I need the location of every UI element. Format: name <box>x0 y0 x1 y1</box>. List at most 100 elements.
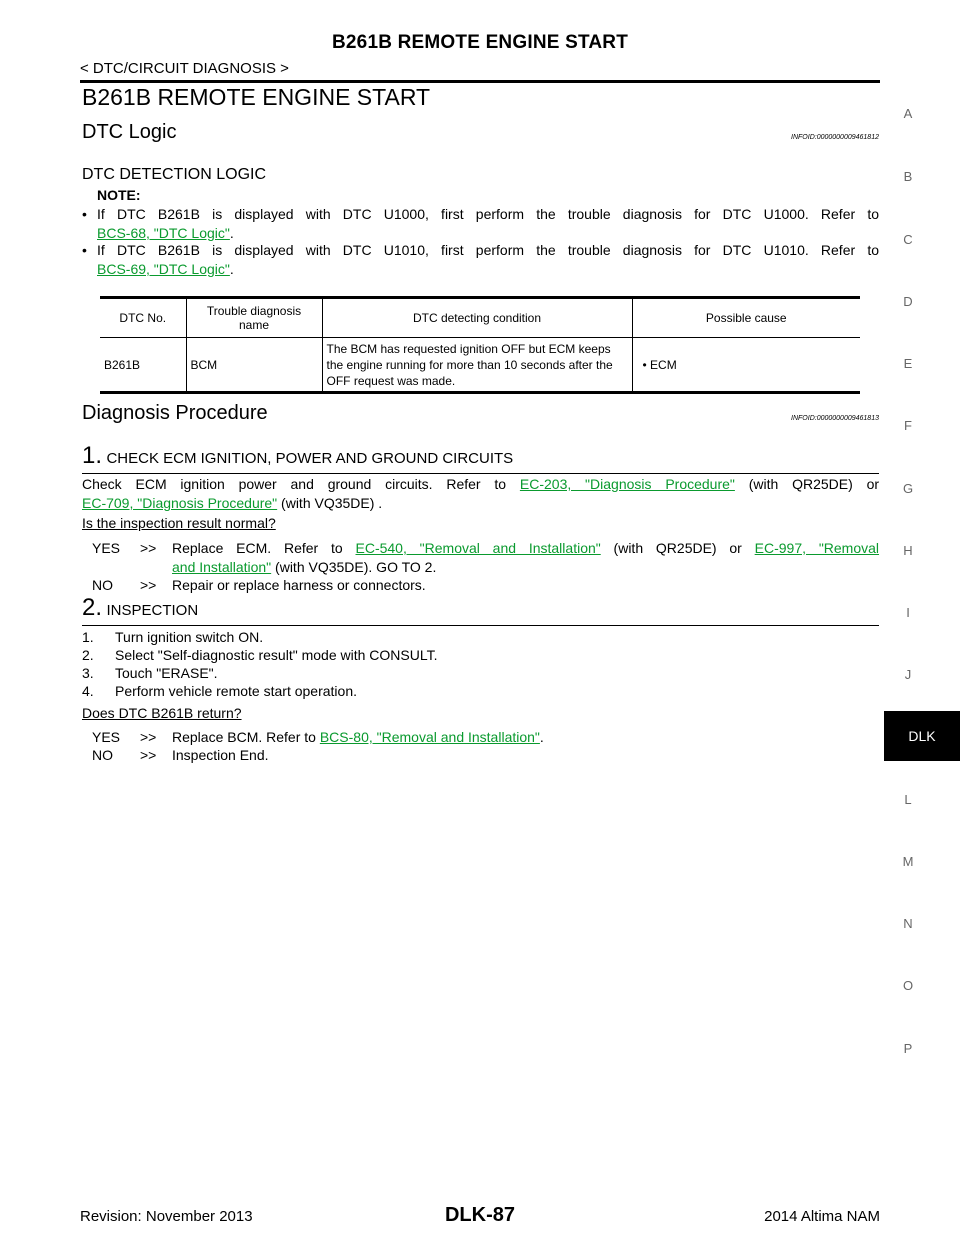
answer-text: Repair or replace harness or connectors. <box>172 577 426 593</box>
note-end: . <box>229 261 234 277</box>
cell-trouble-name: BCM <box>185 337 322 394</box>
step-1-yes: YES >> Replace ECM. Refer to EC-540, "Re… <box>92 539 879 577</box>
step-2-yes: YES >> Replace BCM. Refer to BCS-80, "Re… <box>92 728 879 747</box>
link-ec-540[interactable]: EC-540, "Removal and Installation" <box>355 540 601 556</box>
step-1-question: Is the inspection result normal? <box>82 515 276 531</box>
side-index-j[interactable]: J <box>904 667 912 682</box>
subsection-dtc-detection-logic: DTC DETECTION LOGIC <box>82 166 267 183</box>
main-title: B261B REMOTE ENGINE START <box>82 84 431 110</box>
list-text: Touch "ERASE". <box>115 665 218 681</box>
note-text: If DTC B261B is displayed with DTC U1010… <box>97 242 879 258</box>
side-index-active-tab[interactable]: DLK <box>884 711 960 761</box>
cell-dtc-no: B261B <box>100 337 186 394</box>
section-title-dtc-logic: DTC Logic <box>82 121 177 143</box>
col-header-trouble-name: Trouble diagnosis name <box>185 296 322 338</box>
side-index-c[interactable]: C <box>903 232 913 247</box>
link-bcs-80[interactable]: BCS-80, "Removal and Installation" <box>319 729 540 745</box>
section-title-diagnosis: Diagnosis Procedure <box>82 402 268 424</box>
header-subtitle: < DTC/CIRCUIT DIAGNOSIS > <box>80 60 289 77</box>
side-index-m[interactable]: M <box>902 854 914 869</box>
answer-no: NO <box>92 747 113 763</box>
table-row: B261B BCM The BCM has requested ignition… <box>100 337 860 394</box>
side-index-l[interactable]: L <box>904 792 912 807</box>
list-text: Perform vehicle remote start operation. <box>115 683 357 699</box>
link-bcs-69[interactable]: BCS-69, "DTC Logic" <box>97 261 230 277</box>
cell-condition: The BCM has requested ignition OFF but E… <box>321 337 632 394</box>
link-ec-997[interactable]: EC-997, "Removal <box>754 540 880 556</box>
side-index-g[interactable]: G <box>902 481 914 496</box>
note-item: • If DTC B261B is displayed with DTC U10… <box>82 205 879 243</box>
note-end: . <box>229 225 234 241</box>
list-item: 3. Touch "ERASE". <box>82 665 218 681</box>
list-number: 2. <box>82 647 94 663</box>
footer-page-number: DLK-87 <box>444 1204 515 1226</box>
col-header-cause: Possible cause <box>631 296 860 338</box>
note-item: • If DTC B261B is displayed with DTC U10… <box>82 241 879 279</box>
step-1-paragraph: Check ECM ignition power and ground circ… <box>82 475 879 494</box>
note-text: If DTC B261B is displayed with DTC U1000… <box>97 206 879 222</box>
col-header-condition: DTC detecting condition <box>321 296 632 338</box>
para-text: Check ECM ignition power and ground circ… <box>82 476 507 492</box>
col-header-dtc-no: DTC No. <box>100 296 186 338</box>
side-index-p[interactable]: P <box>903 1041 913 1056</box>
answer-no: NO <box>92 577 113 593</box>
list-number: 3. <box>82 665 94 681</box>
answer-text: Replace ECM. Refer to <box>172 540 343 556</box>
step-1-no: NO >> Repair or replace harness or conne… <box>92 576 879 595</box>
link-ec-997-cont[interactable]: and Installation" <box>172 559 272 575</box>
answer-text: Inspection End. <box>172 747 269 763</box>
side-index-i[interactable]: I <box>906 605 910 620</box>
step-1-heading: 1. CHECK ECM IGNITION, POWER AND GROUND … <box>82 442 879 474</box>
link-ec-203[interactable]: EC-203, "Diagnosis Procedure" <box>519 476 735 492</box>
para-text: (with VQ35DE) . <box>281 495 383 511</box>
step-number: 2. <box>82 594 103 621</box>
page-header: B261B REMOTE ENGINE START <box>80 32 880 54</box>
side-index-h[interactable]: H <box>903 543 913 558</box>
side-index-a[interactable]: A <box>903 106 913 121</box>
step-1-paragraph-cont: EC-709, "Diagnosis Procedure" (with VQ35… <box>82 494 879 513</box>
list-item: 1. Turn ignition switch ON. <box>82 629 263 645</box>
list-number: 1. <box>82 629 94 645</box>
bullet-mark: • <box>82 206 87 222</box>
link-bcs-68[interactable]: BCS-68, "DTC Logic" <box>97 225 230 241</box>
note-label: NOTE: <box>97 187 141 203</box>
step-number: 1. <box>82 442 103 469</box>
header-title: B261B REMOTE ENGINE START <box>331 32 629 53</box>
bullet-mark: • <box>82 242 87 258</box>
info-id-diagnosis: INFOID:0000000009461813 <box>791 415 879 422</box>
side-index-f[interactable]: F <box>904 418 912 433</box>
arrow: >> <box>140 747 157 763</box>
footer-revision: Revision: November 2013 <box>80 1208 253 1225</box>
link-ec-709[interactable]: EC-709, "Diagnosis Procedure" <box>82 495 278 511</box>
step-title: CHECK ECM IGNITION, POWER AND GROUND CIR… <box>106 450 514 467</box>
arrow: >> <box>140 729 157 745</box>
side-index-d[interactable]: D <box>903 294 913 309</box>
list-text: Select "Self-diagnostic result" mode wit… <box>115 647 438 663</box>
header-rule <box>80 80 880 83</box>
side-index-n[interactable]: N <box>903 916 913 931</box>
step-2-no: NO >> Inspection End. <box>92 746 879 765</box>
answer-end: . <box>539 729 544 745</box>
footer-model: 2014 Altima NAM <box>764 1208 880 1225</box>
side-index-b[interactable]: B <box>903 169 913 184</box>
answer-yes: YES <box>92 729 121 745</box>
step-2-heading: 2. INSPECTION <box>82 594 879 626</box>
side-index-o[interactable]: O <box>902 978 914 993</box>
table-header-row: DTC No. Trouble diagnosis name DTC detec… <box>100 296 860 338</box>
side-index-e[interactable]: E <box>903 356 913 371</box>
answer-text: (with VQ35DE). GO TO 2. <box>275 559 437 575</box>
cell-cause: • ECM <box>631 337 860 394</box>
list-text: Turn ignition switch ON. <box>115 629 264 645</box>
answer-text: Replace BCM. Refer to <box>172 729 316 745</box>
step-2-question: Does DTC B261B return? <box>82 705 242 721</box>
list-number: 4. <box>82 683 94 699</box>
para-text: (with QR25DE) or <box>748 476 880 492</box>
dtc-table: DTC No. Trouble diagnosis name DTC detec… <box>100 296 860 394</box>
arrow: >> <box>140 540 157 556</box>
answer-text: (with QR25DE) or <box>613 540 742 556</box>
step-title: INSPECTION <box>106 602 199 619</box>
info-id-dtc-logic: INFOID:0000000009461812 <box>791 134 879 141</box>
arrow: >> <box>140 577 157 593</box>
answer-yes: YES <box>92 540 121 556</box>
list-item: 2. Select "Self-diagnostic result" mode w… <box>82 647 437 663</box>
